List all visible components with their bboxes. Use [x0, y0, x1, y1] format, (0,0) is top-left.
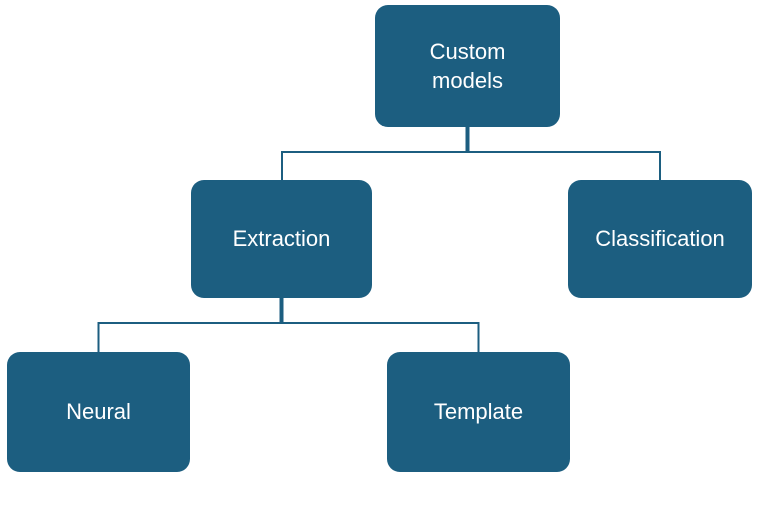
node-custom-models-label: Custom models: [429, 38, 506, 93]
node-template: Template: [387, 352, 570, 472]
node-classification-label: Classification: [595, 226, 725, 252]
node-classification: Classification: [568, 180, 752, 298]
node-extraction: Extraction: [191, 180, 372, 298]
node-neural-label: Neural: [66, 399, 131, 425]
node-extraction-label: Extraction: [232, 226, 331, 252]
node-neural: Neural: [7, 352, 190, 472]
edge-extraction-children: [97, 322, 480, 353]
node-template-label: Template: [433, 399, 524, 425]
edge-custom-models-children: [281, 151, 661, 181]
node-custom-models: Custom models: [375, 5, 560, 127]
